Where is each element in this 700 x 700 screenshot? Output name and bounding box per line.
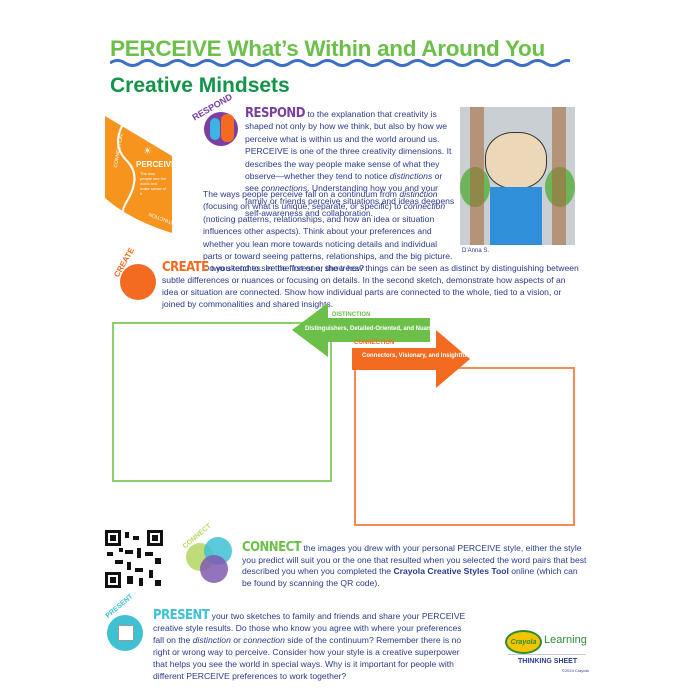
connect-heading: CONNECT — [242, 540, 302, 555]
connection-title: CONNECTION — [354, 340, 395, 346]
connect-icon: CONNECT — [180, 523, 240, 588]
copyright: ©2024 Crayola — [562, 668, 589, 673]
respond-heading: RESPOND — [245, 106, 305, 121]
text: distinction — [192, 635, 231, 645]
distinction-arrow — [292, 303, 430, 357]
creative-styles-tool-link[interactable]: Crayola Creative Styles Tool — [393, 566, 509, 576]
logo-text: Crayola — [510, 638, 537, 646]
text: connection — [403, 201, 446, 212]
text: The ways people perceive fall on a conti… — [203, 189, 400, 199]
text: your two sketches to family and friends … — [153, 611, 466, 645]
distinction-desc: Distinguishers, Detailed-Oriented, and N… — [305, 326, 440, 332]
respond-paragraph-1: RESPOND to the explanation that creativi… — [245, 106, 455, 220]
page-title: PERCEIVE What’s Within and Around You — [110, 36, 545, 61]
crayola-logo: Crayola — [505, 630, 542, 654]
student-artwork — [460, 107, 575, 245]
thinking-sheet-label: THINKING SHEET — [518, 658, 578, 665]
text: connections — [261, 183, 308, 194]
present-heading: PRESENT — [153, 608, 210, 623]
wheel-title: PERCEIVE — [136, 160, 177, 169]
present-icon: PRESENT — [103, 593, 145, 653]
create-heading: CREATE — [162, 260, 209, 275]
respond-paragraph-2: The ways people perceive fall on a conti… — [203, 188, 453, 275]
text: . Understanding how you and your family … — [245, 183, 455, 219]
perceive-wheel: ☀ PERCEIVE The way people see the world … — [100, 108, 180, 233]
wheel-desc: The way people see the world and make se… — [140, 171, 167, 196]
connection-desc: Connectors, Visionary, and Insightful — [362, 353, 468, 359]
create-paragraph: CREATE two sketches. In the first one, s… — [162, 260, 582, 310]
text: distinctions — [389, 171, 433, 182]
text: (focusing on what is unique, separate, o… — [203, 201, 404, 212]
text: or — [230, 635, 244, 645]
divider — [508, 654, 586, 655]
text: two sketches. In the first one, show how… — [162, 263, 579, 309]
wave-divider — [110, 59, 570, 67]
distinction-sketch-box[interactable] — [112, 322, 332, 482]
qr-code[interactable] — [105, 530, 163, 588]
text: online (which can be found by scanning t… — [242, 566, 578, 588]
text: to the explanation that creativity is sh… — [245, 109, 452, 182]
present-paragraph: PRESENT your two sketches to family and … — [153, 608, 473, 682]
page-subtitle: Creative Mindsets — [110, 74, 290, 97]
connect-paragraph: CONNECT the images you drew with your pe… — [242, 540, 587, 589]
artwork-caption: D’Anna S. — [462, 248, 490, 254]
sun-icon: ☀ — [143, 146, 152, 157]
text: side of the continuum? Remember there is… — [153, 635, 462, 681]
distinction-title: DISTINCTION — [332, 312, 371, 318]
text: (noticing patterns, relationships, and h… — [203, 213, 453, 274]
create-icon: CREATE — [108, 246, 156, 302]
respond-icon: RESPOND — [190, 92, 242, 152]
text: the images you drew with your personal P… — [242, 543, 587, 576]
text: or see — [245, 171, 443, 194]
text: distinction — [399, 189, 438, 199]
learning-label: Learning — [544, 634, 587, 646]
connection-arrow — [352, 330, 470, 388]
text: connection — [243, 635, 285, 645]
connection-sketch-box[interactable] — [354, 367, 575, 526]
